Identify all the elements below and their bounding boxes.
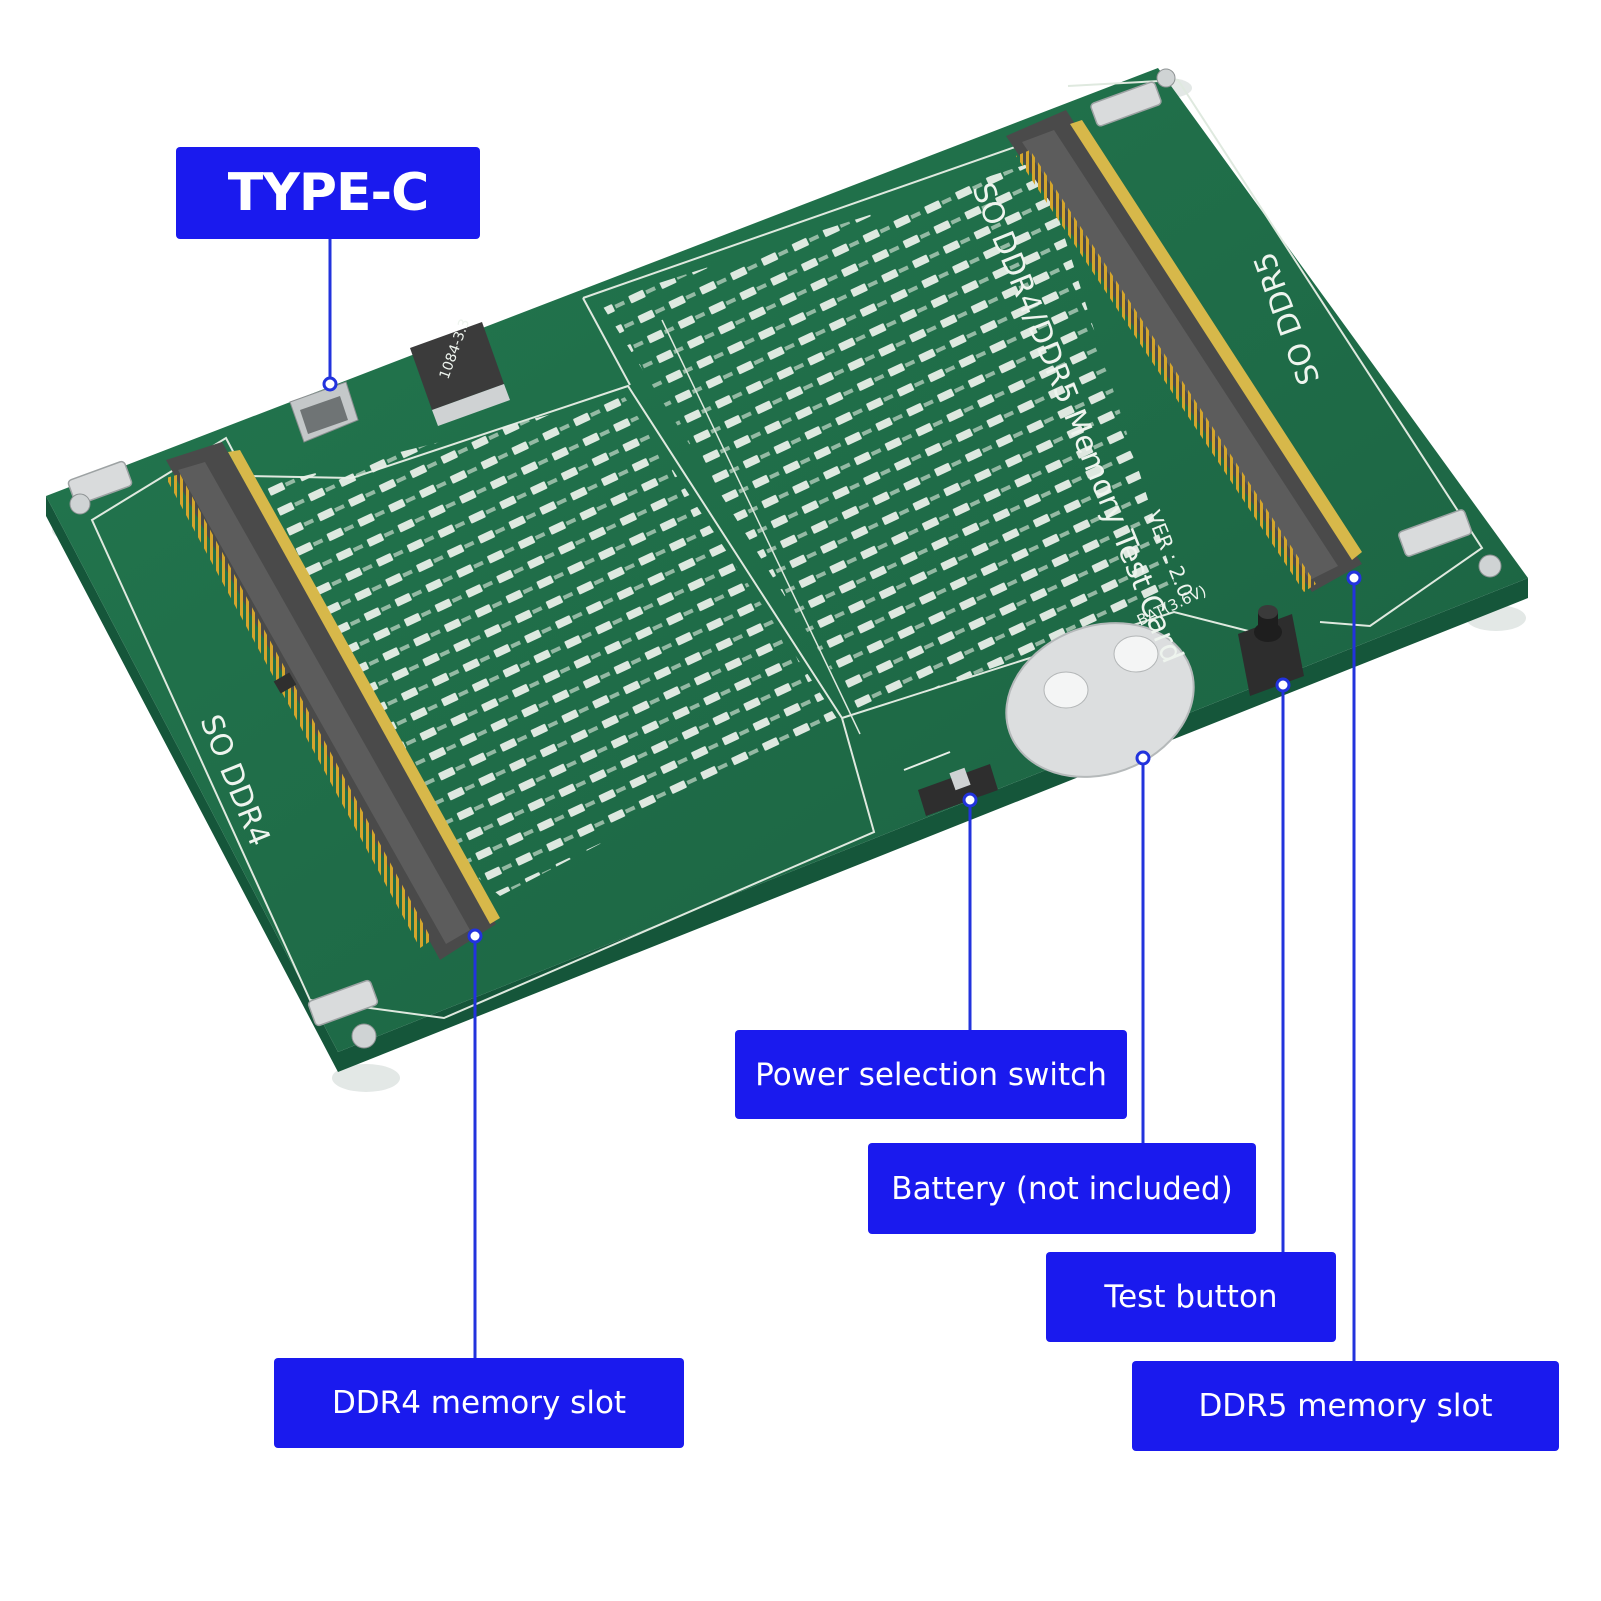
voltage-regulator: 1084-3.3: [410, 317, 510, 426]
power-switch: [903, 751, 998, 816]
ddr4-slot-callout: DDR4 memory slot: [274, 1358, 684, 1448]
test-button-callout: Test button: [1046, 1252, 1336, 1342]
battery-holder: BAT(3.6V): [1005, 582, 1209, 778]
mounting-posts: [69, 68, 1502, 1049]
leader-lines: [328, 239, 1356, 1361]
ddr5-slot-callout: DDR5 memory slot: [1132, 1361, 1559, 1451]
memory-latches: [67, 81, 1472, 1027]
leader-dots: [322, 376, 1362, 944]
type-c-callout: TYPE-C: [176, 147, 480, 239]
ddr4-connector: [166, 442, 500, 960]
battery-callout: Battery (not included): [868, 1143, 1256, 1234]
test-push-button: [1238, 605, 1304, 696]
ddr5-connector: [1006, 110, 1362, 592]
power-switch-callout: Power selection switch: [735, 1030, 1127, 1119]
